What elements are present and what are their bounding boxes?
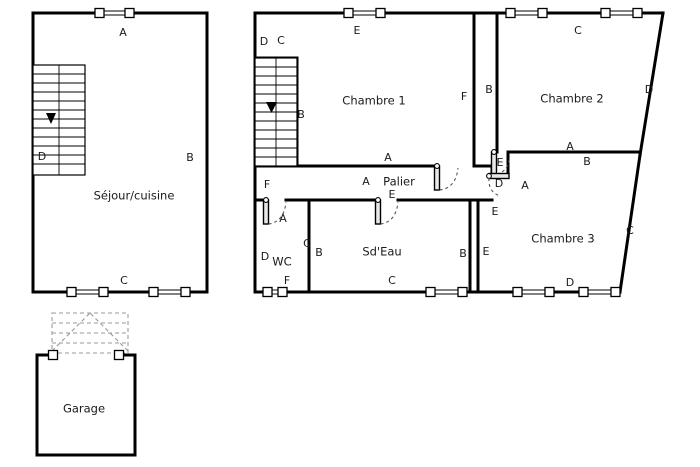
room-label-chambre-1: Chambre 1 bbox=[342, 94, 405, 108]
upper-wall-label-27: D bbox=[566, 276, 574, 289]
outer-wall-right-upper bbox=[638, 11, 665, 157]
upper-floor-windows bbox=[262, 7, 643, 298]
upper-wall-label-4: B bbox=[485, 83, 493, 96]
wall-label-a: A bbox=[119, 26, 127, 39]
room-label-sejour-cuisine: Séjour/cuisine bbox=[94, 189, 175, 203]
window-top-chambre2-left bbox=[505, 7, 548, 19]
upper-wall-label-8: A bbox=[384, 151, 392, 164]
room-label-sd-eau: Sd'Eau bbox=[362, 245, 401, 259]
wall-label-d: D bbox=[38, 150, 46, 163]
upper-wall-label-16: E bbox=[389, 188, 396, 201]
upper-wall-label-10: B bbox=[583, 155, 591, 168]
upper-wall-label-14: A bbox=[362, 175, 370, 188]
upper-wall-label-1: C bbox=[277, 34, 285, 47]
upper-wall-label-15: F bbox=[264, 178, 270, 191]
upper-wall-label-23: E bbox=[483, 245, 490, 258]
garage-opening-left bbox=[47, 349, 59, 361]
upper-wall-label-24: C bbox=[626, 224, 634, 237]
garage-opening-right bbox=[113, 349, 125, 361]
upper-floor-doors bbox=[262, 149, 511, 225]
upper-wall-label-6: B bbox=[297, 108, 305, 121]
window-bottom-chambre3-left bbox=[512, 286, 555, 298]
upper-wall-label-0: D bbox=[260, 35, 268, 48]
upper-floor-plan: Chambre 1 Chambre 2 Chambre 3 Palier Sd'… bbox=[253, 7, 665, 298]
door-sdeau bbox=[374, 197, 399, 225]
stairs-ground bbox=[32, 64, 86, 176]
upper-wall-label-20: B bbox=[315, 246, 323, 259]
upper-wall-label-21: D bbox=[261, 250, 269, 263]
garage-plan: Garage bbox=[35, 312, 137, 457]
door-chambre3-landing bbox=[486, 172, 510, 197]
upper-wall-label-7: D bbox=[645, 83, 653, 96]
window-top bbox=[94, 7, 135, 19]
upper-wall-label-26: C bbox=[388, 274, 396, 287]
room-label-chambre-2: Chambre 2 bbox=[540, 92, 603, 106]
door-palier-to-chambre2 bbox=[433, 163, 459, 191]
wall-label-b: B bbox=[186, 151, 194, 164]
outer-wall-right-lower bbox=[618, 153, 642, 294]
ground-floor-plan: Séjour/cuisine A B C D bbox=[31, 7, 209, 298]
garage-walls bbox=[35, 353, 137, 457]
wall-label-c: C bbox=[120, 274, 128, 287]
window-bottom-chambre3-right bbox=[578, 286, 621, 298]
window-top-chambre2-right bbox=[600, 7, 643, 19]
door-wc bbox=[262, 197, 287, 225]
upper-wall-label-17: A bbox=[279, 212, 287, 225]
upper-wall-label-9: A bbox=[566, 140, 574, 153]
ground-floor-windows bbox=[66, 7, 191, 298]
upper-wall-label-19: C bbox=[303, 237, 311, 250]
window-top-chambre1 bbox=[343, 7, 386, 19]
upper-wall-label-13: A bbox=[521, 179, 529, 192]
upper-wall-label-5: F bbox=[461, 90, 467, 103]
room-label-palier: Palier bbox=[383, 175, 415, 189]
window-bottom-right bbox=[148, 286, 191, 298]
stairs-upper-down-arrow bbox=[266, 102, 277, 113]
upper-floor-interior-walls bbox=[253, 11, 642, 294]
garage-door-symbol bbox=[51, 312, 129, 354]
window-bottom-sdeau bbox=[425, 286, 468, 298]
upper-wall-label-18: E bbox=[492, 205, 499, 218]
room-label-garage: Garage bbox=[63, 402, 105, 416]
stairs-upper bbox=[254, 57, 298, 167]
upper-wall-label-3: C bbox=[574, 24, 582, 37]
upper-wall-label-12: D bbox=[495, 177, 503, 190]
upper-wall-label-25: F bbox=[284, 274, 290, 287]
window-bottom-left bbox=[66, 286, 109, 298]
upper-wall-label-2: E bbox=[354, 24, 361, 37]
stairs-down-arrow bbox=[46, 113, 56, 124]
window-bottom-wc bbox=[262, 286, 288, 298]
upper-wall-label-11: E bbox=[497, 156, 504, 169]
room-label-wc: WC bbox=[272, 255, 291, 269]
upper-wall-label-22: B bbox=[459, 247, 467, 260]
room-label-chambre-3: Chambre 3 bbox=[531, 232, 594, 246]
